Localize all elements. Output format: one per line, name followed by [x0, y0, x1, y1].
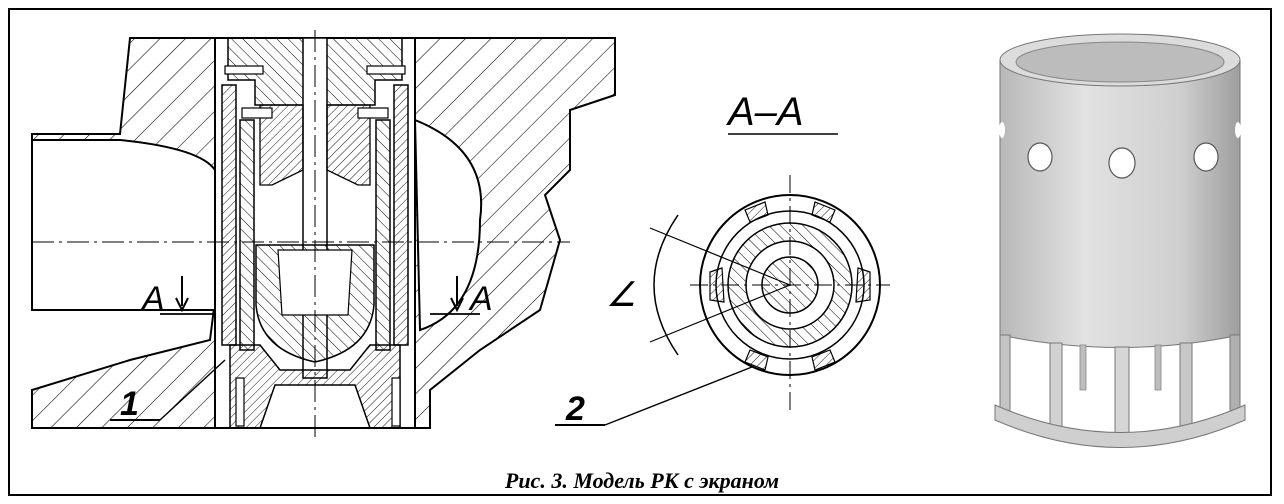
cylinder-body — [999, 59, 1241, 348]
cage-strut — [1079, 344, 1087, 391]
drain-needle-right — [391, 377, 401, 427]
side-hole — [1027, 142, 1053, 172]
ring-hole — [744, 201, 769, 223]
screw-right — [366, 65, 406, 75]
part-label-1: 1 — [120, 385, 139, 423]
section-view-a-a: A–A ∠ 2 — [555, 90, 890, 428]
cage-strut — [1154, 344, 1162, 391]
section-arrow-right-head — [450, 276, 464, 313]
bottom-ring — [994, 404, 1246, 448]
section-arrow-left-head — [175, 276, 189, 313]
section-title: A–A — [726, 90, 804, 134]
section-drawing: A A 1 — [31, 30, 616, 440]
drain-needle-left — [235, 377, 245, 427]
section-label-right: A — [468, 280, 493, 318]
cage-leg — [999, 334, 1011, 416]
cage-leg — [1049, 342, 1063, 436]
screw-left-2 — [241, 107, 273, 119]
section-label-left: A — [140, 280, 165, 318]
inner-sleeve-right — [375, 119, 391, 351]
flow-channel — [31, 139, 216, 311]
angle-symbol: ∠ — [606, 276, 636, 314]
ring-hole — [744, 349, 769, 371]
screen-sleeve-left — [221, 84, 237, 346]
ring-hole — [811, 201, 836, 223]
cylinder-top-inner — [1015, 41, 1225, 83]
side-hole — [1193, 142, 1219, 172]
angle-ext-2 — [649, 284, 791, 343]
figure-frame — [8, 8, 1272, 496]
screen-sleeve-right — [393, 84, 409, 346]
ring-hole — [709, 267, 725, 303]
ring-hole — [811, 349, 836, 371]
screw-left — [224, 65, 264, 75]
model-3d — [994, 33, 1246, 448]
stem-guide-right — [326, 104, 371, 186]
angle-ext-1 — [649, 227, 791, 286]
side-hole-edge — [1235, 122, 1241, 138]
figure-caption: Рис. 3. Модель РК с экраном — [504, 468, 780, 493]
valve-seat — [229, 344, 401, 429]
stem-guide-left — [259, 104, 304, 186]
side-hole-edge — [999, 122, 1005, 138]
flow-channel-right — [413, 118, 483, 332]
side-hole — [1108, 147, 1136, 179]
leader-2-diagonal — [604, 366, 753, 426]
inner-sleeve-left — [239, 119, 255, 351]
leader-1-diagonal — [159, 359, 226, 421]
cage-leg — [1179, 342, 1193, 436]
angle-arc — [653, 214, 679, 356]
part-label-2: 2 — [565, 390, 585, 428]
cage-leg — [1229, 334, 1241, 416]
technical-figure: A A 1 A–A ∠ 2 — [31, 30, 1246, 448]
screw-right-2 — [357, 107, 389, 119]
